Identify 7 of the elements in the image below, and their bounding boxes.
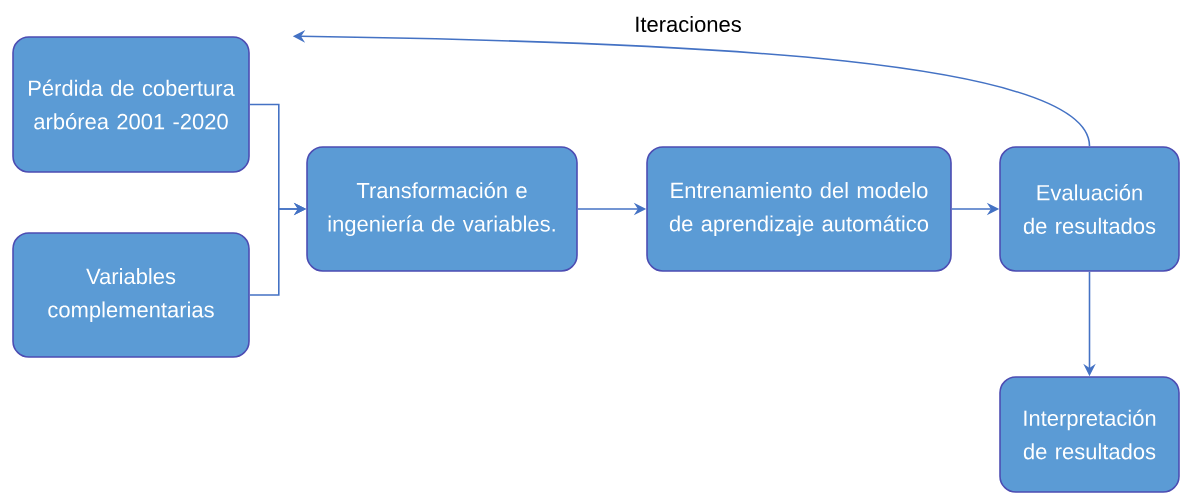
edge-label: Iteraciones: [632, 14, 744, 34]
process-box: Evaluación de resultados: [999, 146, 1180, 272]
process-box: Interpretación de resultados: [999, 376, 1180, 493]
process-box: Variables complementarias: [12, 232, 250, 358]
process-box: Pérdida de cobertura arbórea 2001 -2020: [12, 36, 250, 173]
process-box: Entrenamiento del modelo de aprendizaje automático: [646, 146, 952, 272]
process-box: Transformación e ingeniería de variables.: [306, 146, 578, 272]
